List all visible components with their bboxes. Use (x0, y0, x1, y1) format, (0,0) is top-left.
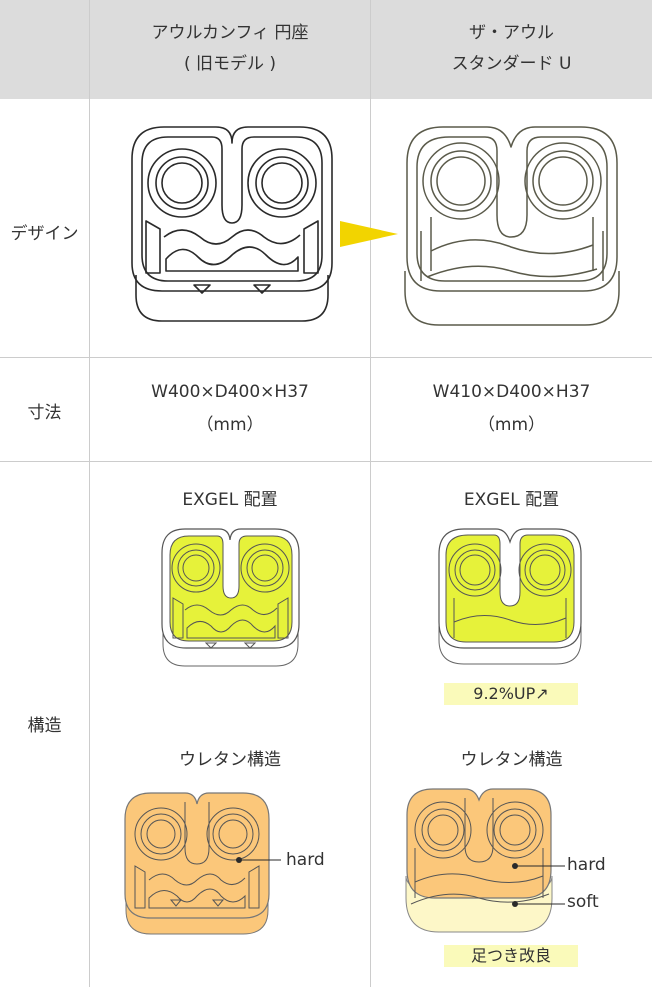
new-cushion-illustration (404, 126, 620, 326)
new-urethane-heading: ウレタン構造 (460, 750, 563, 770)
new-hard-label: hard (567, 855, 606, 875)
new-urethane-illustration (405, 788, 565, 933)
design-row-label: デザイン (10, 224, 79, 244)
old-model-title: アウルカンフィ 円座 (151, 23, 309, 43)
old-model-subtitle: ( 旧モデル ) (183, 54, 277, 74)
new-exgel-heading: EXGEL 配置 (463, 490, 560, 510)
new-model-header: ザ・アウル スタンダード U (371, 18, 652, 80)
exgel-increase-badge: 9.2%UP↗ (444, 683, 578, 705)
new-exgel-illustration (438, 528, 582, 665)
dimensions-row-label: 寸法 (27, 403, 62, 423)
new-dimensions: W410×D400×H37 （mm） (371, 376, 652, 442)
new-model-subtitle: スタンダード U (451, 54, 572, 74)
row-divider (0, 357, 652, 358)
old-exgel-illustration (161, 528, 300, 667)
old-model-header: アウルカンフィ 円座 ( 旧モデル ) (90, 18, 370, 80)
old-cushion-illustration (131, 126, 333, 322)
old-dimensions: W400×D400×H37 （mm） (90, 376, 370, 442)
new-dimensions-unit: （mm） (477, 415, 546, 435)
feet-improved-badge: 足つき改良 (444, 945, 578, 967)
new-soft-label: soft (567, 892, 599, 912)
column-divider (89, 0, 90, 987)
row-divider (0, 461, 652, 462)
old-urethane-illustration (124, 792, 281, 935)
old-urethane-heading: ウレタン構造 (179, 750, 281, 770)
header-row (0, 0, 652, 99)
old-dimensions-value: W400×D400×H37 (151, 382, 309, 402)
structure-row-label: 構造 (27, 716, 62, 736)
column-divider (370, 0, 371, 987)
arrow-right-icon (340, 221, 398, 247)
old-hard-label: hard (286, 850, 325, 870)
new-dimensions-value: W410×D400×H37 (432, 382, 591, 402)
old-dimensions-unit: （mm） (196, 415, 264, 435)
old-exgel-heading: EXGEL 配置 (182, 490, 278, 510)
new-model-title: ザ・アウル (469, 23, 554, 43)
